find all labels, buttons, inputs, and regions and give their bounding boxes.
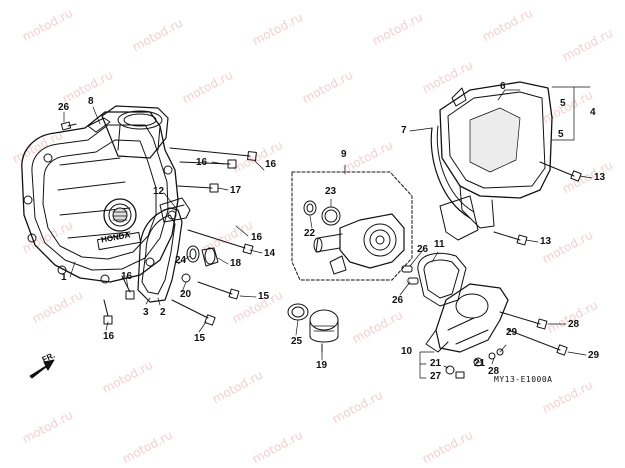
callout-11: 11 bbox=[434, 239, 445, 250]
callout-8: 8 bbox=[88, 96, 94, 107]
pump-cover-10 bbox=[425, 283, 509, 353]
dowels-26 bbox=[401, 265, 419, 285]
bolts-left-lower bbox=[103, 275, 135, 325]
sprocket-cover bbox=[430, 81, 553, 241]
callout-13: 13 bbox=[594, 172, 606, 183]
bolts-28-29 bbox=[488, 311, 568, 360]
bolts-13 bbox=[493, 161, 582, 246]
left-crankcase-cover bbox=[21, 111, 179, 284]
callout-21: 21 bbox=[430, 358, 442, 369]
leader-lines bbox=[63, 86, 593, 379]
callout-1: 1 bbox=[61, 272, 67, 283]
callout-24: 24 bbox=[175, 255, 187, 266]
callout-28: 28 bbox=[568, 319, 580, 330]
callout-14: 14 bbox=[264, 248, 276, 259]
callout-16: 16 bbox=[196, 157, 208, 168]
cover-duct bbox=[87, 105, 169, 159]
callout-26: 26 bbox=[417, 244, 429, 255]
callout-3: 3 bbox=[143, 307, 149, 318]
callout-10: 10 bbox=[401, 346, 413, 357]
callout-7: 7 bbox=[401, 125, 407, 136]
diagram-code: MY13-E1000A bbox=[494, 375, 553, 384]
callout-9: 9 bbox=[341, 149, 347, 160]
callout-27: 27 bbox=[430, 371, 442, 382]
callout-18: 18 bbox=[230, 258, 242, 269]
callout-12: 12 bbox=[153, 186, 165, 197]
callout-6: 6 bbox=[500, 81, 506, 92]
thermostat-19 bbox=[287, 303, 339, 353]
front-arrow bbox=[29, 359, 55, 379]
callout-26: 26 bbox=[58, 102, 70, 113]
callout-13: 13 bbox=[540, 236, 552, 247]
callout-23: 23 bbox=[325, 186, 337, 197]
callout-19: 19 bbox=[316, 360, 328, 371]
callout-21: 21 bbox=[474, 358, 486, 369]
bolts-upper bbox=[169, 147, 257, 193]
callout-16: 16 bbox=[103, 331, 115, 342]
callout-28: 28 bbox=[488, 366, 500, 377]
callout-16: 16 bbox=[121, 271, 133, 282]
callout-5: 5 bbox=[558, 129, 564, 140]
callout-4: 4 bbox=[590, 107, 596, 118]
cover-plate-12 bbox=[159, 197, 191, 223]
callout-17: 17 bbox=[230, 185, 242, 196]
small-parts-18-20-24 bbox=[181, 245, 219, 283]
callout-22: 22 bbox=[304, 228, 316, 239]
callout-2: 2 bbox=[160, 307, 166, 318]
callout-26: 26 bbox=[392, 295, 404, 306]
callout-15: 15 bbox=[194, 333, 206, 344]
callout-16: 16 bbox=[265, 159, 277, 170]
gasket-11 bbox=[417, 252, 467, 307]
callout-5: 5 bbox=[560, 98, 566, 109]
callout-29: 29 bbox=[588, 350, 600, 361]
callout-25: 25 bbox=[291, 336, 303, 347]
water-pump-group bbox=[291, 171, 413, 281]
bolts-lower bbox=[171, 229, 254, 326]
callout-20: 20 bbox=[180, 289, 192, 300]
callout-16: 16 bbox=[251, 232, 263, 243]
bolt-26-top bbox=[60, 121, 77, 131]
callout-29: 29 bbox=[506, 327, 518, 338]
callout-15: 15 bbox=[258, 291, 270, 302]
